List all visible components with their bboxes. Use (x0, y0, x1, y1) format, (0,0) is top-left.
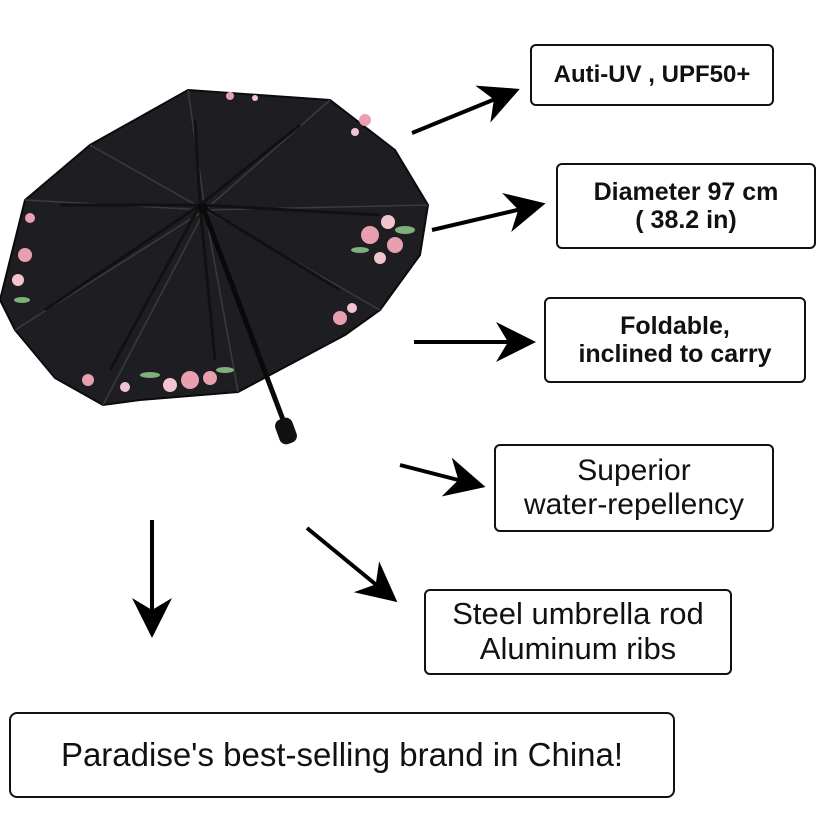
feature-frame-line2: Aluminum ribs (479, 631, 677, 666)
feature-uv-text: Auti-UV , UPF50+ (553, 60, 751, 88)
feature-diameter-box: Diameter 97 cm ( 38.2 in) (556, 163, 816, 249)
umbrella-ribs (44, 119, 381, 371)
feature-foldable-line1: Foldable, (620, 312, 730, 340)
feature-foldable-box: Foldable, inclined to carry (544, 297, 806, 383)
feature-diameter-line1: Diameter 97 cm (593, 178, 779, 206)
umbrella-top-cap (198, 203, 208, 213)
umbrella (0, 88, 430, 445)
arrow-uv (411, 85, 520, 135)
feature-diameter-line2: ( 38.2 in) (635, 206, 737, 234)
callout-arrows (132, 85, 546, 638)
feature-water-line2: water-repellency (523, 488, 745, 521)
banner-text: Paradise's best-selling brand in China! (60, 735, 624, 773)
arrow-diameter (431, 193, 546, 232)
feature-water-box: Superior water-repellency (494, 444, 774, 532)
umbrella-shaft (200, 207, 288, 426)
feature-foldable-line2: inclined to carry (578, 340, 772, 368)
feature-uv-box: Auti-UV , UPF50+ (530, 44, 774, 106)
banner-box: Paradise's best-selling brand in China! (9, 712, 675, 798)
arrow-frame (305, 526, 398, 603)
floral-decorations (12, 92, 415, 392)
umbrella-handle (275, 417, 297, 445)
feature-frame-line1: Steel umbrella rod (452, 596, 704, 632)
umbrella-canopy (0, 88, 430, 407)
feature-frame-box: Steel umbrella rod Aluminum ribs (424, 589, 732, 675)
arrow-water (399, 457, 486, 497)
feature-water-line1: Superior (577, 454, 691, 488)
